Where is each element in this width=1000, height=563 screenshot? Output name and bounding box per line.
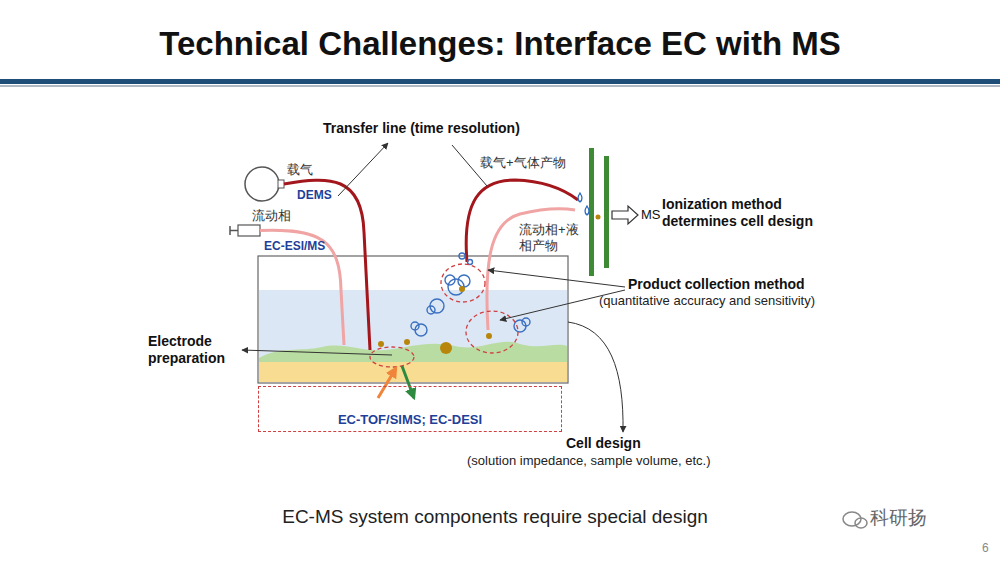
caption: EC-MS system components require special … — [190, 506, 800, 529]
collection-note-detail: (quantitative accuracy and sensitivity) — [599, 293, 815, 309]
balloon-neck — [278, 180, 284, 188]
leader-lines — [242, 143, 625, 432]
technique-label: DEMS — [297, 188, 332, 202]
droplet — [596, 215, 601, 220]
esi-tube — [260, 230, 344, 345]
collection-note: Product collection method — [628, 276, 805, 293]
collection-zone — [370, 264, 518, 367]
analysis-zone-box: EC-TOF/SIMS; EC-DESI — [258, 386, 562, 432]
carrier-gas-balloon — [245, 167, 279, 201]
gas-product-label: 载气+气体产物 — [480, 155, 566, 171]
watermark: 科研扬 — [870, 507, 927, 530]
technique-label: EC-ESI/MS — [264, 239, 325, 253]
secondary-ions — [402, 366, 414, 398]
inlet-plate — [589, 148, 594, 276]
probe-beam — [378, 368, 396, 398]
gas-bubbles — [411, 253, 530, 336]
transfer-line-label: Transfer line (time resolution) — [323, 120, 520, 137]
droplet — [585, 206, 589, 215]
syringe — [238, 225, 260, 236]
syringe-plunger — [229, 226, 231, 235]
cell-design-note: Cell design — [566, 435, 641, 452]
inlet-plate — [604, 156, 609, 268]
ms-label: MS — [641, 207, 661, 223]
title-rule — [0, 79, 1000, 84]
watermark-icon — [843, 512, 867, 528]
slide-title: Technical Challenges: Interface EC with … — [0, 24, 1000, 64]
electrode-note: Electrode preparation — [148, 333, 240, 367]
title-rule-shadow — [0, 85, 1000, 87]
ms-arrow — [612, 206, 638, 224]
droplet — [578, 193, 582, 202]
ionization-note: Ionization method determines cell design — [662, 196, 852, 230]
cell-body — [258, 256, 568, 383]
electrode — [259, 362, 567, 382]
liquid-product-label: 流动相+液相产物 — [519, 222, 581, 253]
cell-design-detail: (solution impedance, sample volume, etc.… — [467, 453, 711, 469]
products — [378, 286, 492, 354]
mobile-phase-label: 流动相 — [252, 208, 291, 224]
page-number: 6 — [982, 541, 989, 555]
dems-tube — [284, 180, 370, 350]
gas-label: 载气 — [287, 162, 313, 178]
syringe-plunger — [230, 230, 238, 232]
technique-label: EC-TOF/SIMS; EC-DESI — [338, 412, 482, 427]
